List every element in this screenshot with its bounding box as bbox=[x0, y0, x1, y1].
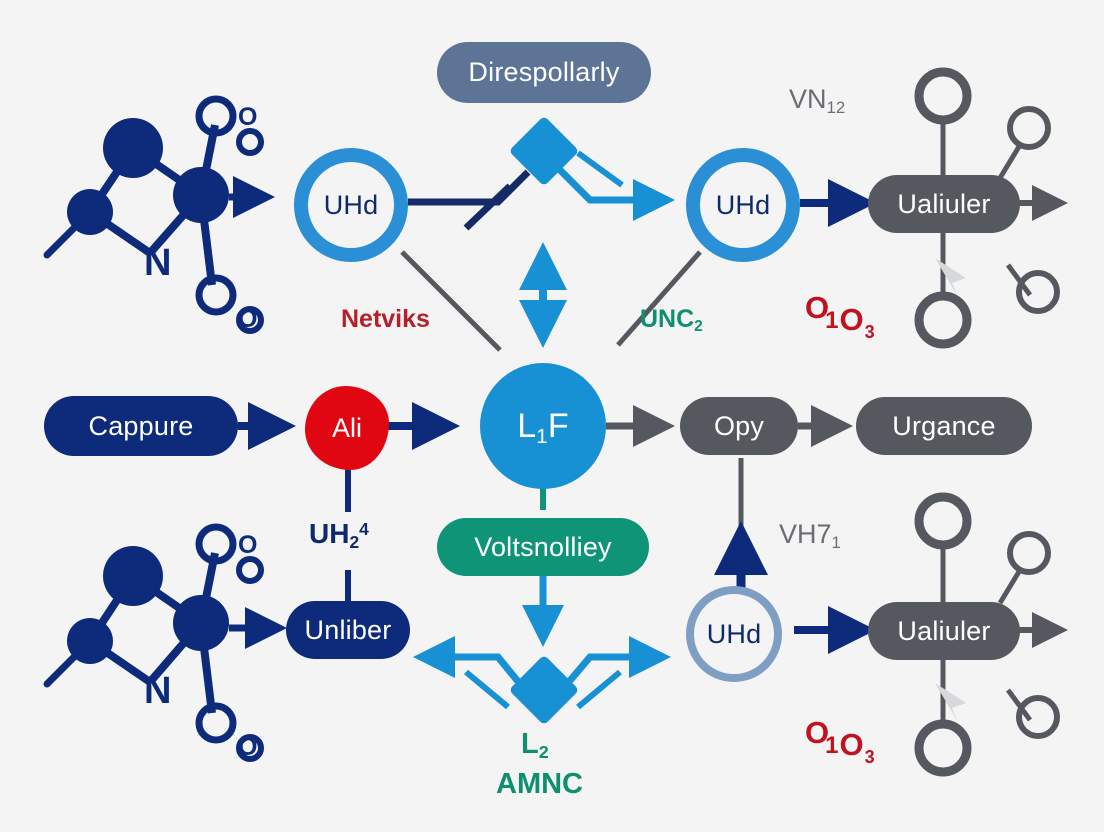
label-uh2-4: UH24 bbox=[309, 518, 369, 552]
node-voltsnolliey-label: Voltsnolliey bbox=[474, 531, 612, 562]
node-direspollarly-label: Direspollarly bbox=[468, 57, 620, 87]
molecule-top-left bbox=[43, 95, 275, 334]
molecule-bottom-left bbox=[43, 523, 287, 762]
bottom-row-connectors bbox=[413, 606, 876, 710]
label-unc2: UNC2 bbox=[640, 305, 703, 336]
node-voltsnolliey[interactable]: Voltsnolliey bbox=[437, 518, 649, 576]
node-unliber-label: Unliber bbox=[304, 614, 392, 645]
atom-label-nitrogen-bottom: N bbox=[144, 670, 171, 712]
node-opy[interactable]: Opy bbox=[680, 397, 798, 455]
node-ualiuler-top-label: Ualiuler bbox=[897, 188, 991, 219]
top-row-connectors bbox=[400, 150, 876, 352]
node-ualiuler-bottom-label: Ualiuler bbox=[897, 615, 991, 646]
diamond-node-top bbox=[510, 117, 578, 185]
node-ualiuler-top[interactable]: Ualiuler bbox=[868, 175, 1020, 233]
node-uhd-bottom[interactable]: UHd bbox=[686, 586, 782, 682]
node-uhd-top-left[interactable]: UHd bbox=[294, 148, 408, 262]
label-vn12: VN12 bbox=[789, 84, 846, 117]
node-uhd-bottom-label: UHd bbox=[706, 618, 762, 649]
node-l1f-center[interactable]: L1F bbox=[480, 363, 606, 489]
label-vh71: VH71 bbox=[779, 519, 841, 552]
label-o1o3-bottom: O1O3 bbox=[805, 715, 875, 767]
node-uhd-top-right-label: UHd bbox=[715, 189, 771, 220]
label-o1o3-top: O1O3 bbox=[805, 290, 875, 342]
label-amnc: AMNC bbox=[496, 768, 583, 800]
node-ualiuler-bottom[interactable]: Ualiuler bbox=[868, 602, 1020, 660]
node-unliber[interactable]: Unliber bbox=[286, 601, 410, 659]
atom-label-oxygen-top-1: O bbox=[238, 103, 257, 131]
label-netviks: Netviks bbox=[341, 305, 430, 333]
node-urgance[interactable]: Urgance bbox=[856, 397, 1032, 455]
middle-row-connectors bbox=[238, 402, 853, 647]
node-direspollarly[interactable]: Direspollarly bbox=[437, 42, 651, 103]
node-ali-label: Ali bbox=[331, 412, 362, 443]
node-uhd-top-left-label: UHd bbox=[323, 189, 379, 220]
atom-label-nitrogen-top: N bbox=[144, 242, 171, 284]
diamond-node-bottom bbox=[510, 656, 578, 724]
atom-label-oxygen-bottom-2: O bbox=[238, 733, 257, 761]
node-cappure-label: Cappure bbox=[88, 410, 194, 441]
node-ali[interactable]: Ali bbox=[305, 386, 389, 470]
molecule-top-right bbox=[914, 67, 1068, 349]
label-l2: L2 bbox=[521, 728, 549, 763]
node-opy-label: Opy bbox=[713, 410, 765, 441]
node-cappure[interactable]: Cappure bbox=[44, 396, 238, 456]
node-urgance-label: Urgance bbox=[892, 410, 996, 441]
node-uhd-top-right[interactable]: UHd bbox=[686, 148, 800, 262]
node-l1f-center-label: L1F bbox=[517, 406, 569, 448]
atom-label-oxygen-bottom-1: O bbox=[238, 531, 257, 559]
atom-label-oxygen-top-2: O bbox=[238, 305, 257, 333]
